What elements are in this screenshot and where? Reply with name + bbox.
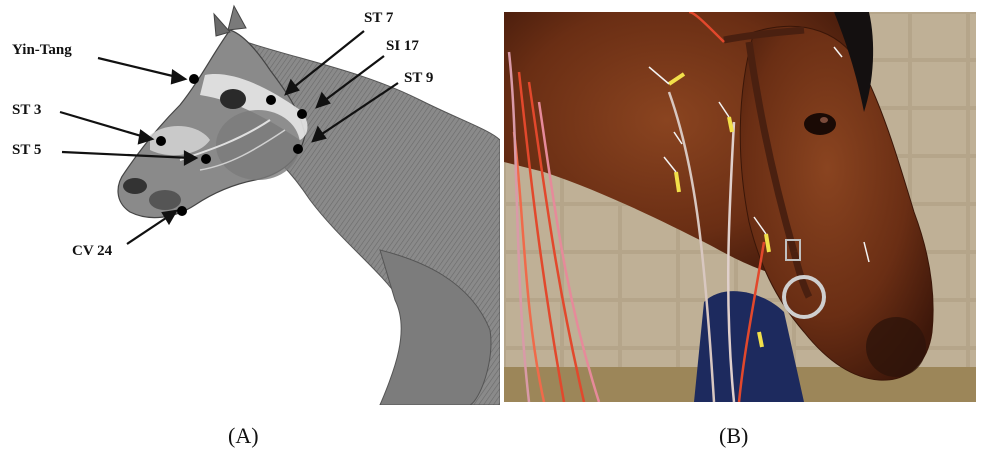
muzzle-dark — [149, 190, 181, 210]
caption-a: (A) — [228, 423, 259, 449]
eye — [220, 89, 246, 109]
eye-glint — [820, 117, 828, 123]
label-st3: ST 3 — [12, 102, 41, 119]
label-st9: ST 9 — [404, 70, 433, 87]
horse-eye — [804, 113, 836, 135]
nostril — [123, 178, 147, 194]
ear — [228, 6, 246, 30]
label-cv24: CV 24 — [72, 243, 112, 260]
label-yin-tang: Yin-Tang — [12, 42, 72, 59]
caption-b: (B) — [719, 423, 748, 449]
anatomy-drawing-panel: Yin-Tang ST 3 ST 5 CV 24 ST 7 SI 17 ST 9 — [0, 0, 500, 405]
horse-photo — [504, 12, 976, 402]
horse-muzzle — [866, 317, 926, 377]
label-st7: ST 7 — [364, 10, 393, 27]
horse-photo-panel — [504, 12, 976, 402]
label-si17: SI 17 — [386, 38, 419, 55]
cheek-muscle — [216, 110, 300, 180]
label-st5: ST 5 — [12, 142, 41, 159]
ear — [214, 14, 230, 36]
horse-anatomy-illustration — [0, 0, 500, 405]
